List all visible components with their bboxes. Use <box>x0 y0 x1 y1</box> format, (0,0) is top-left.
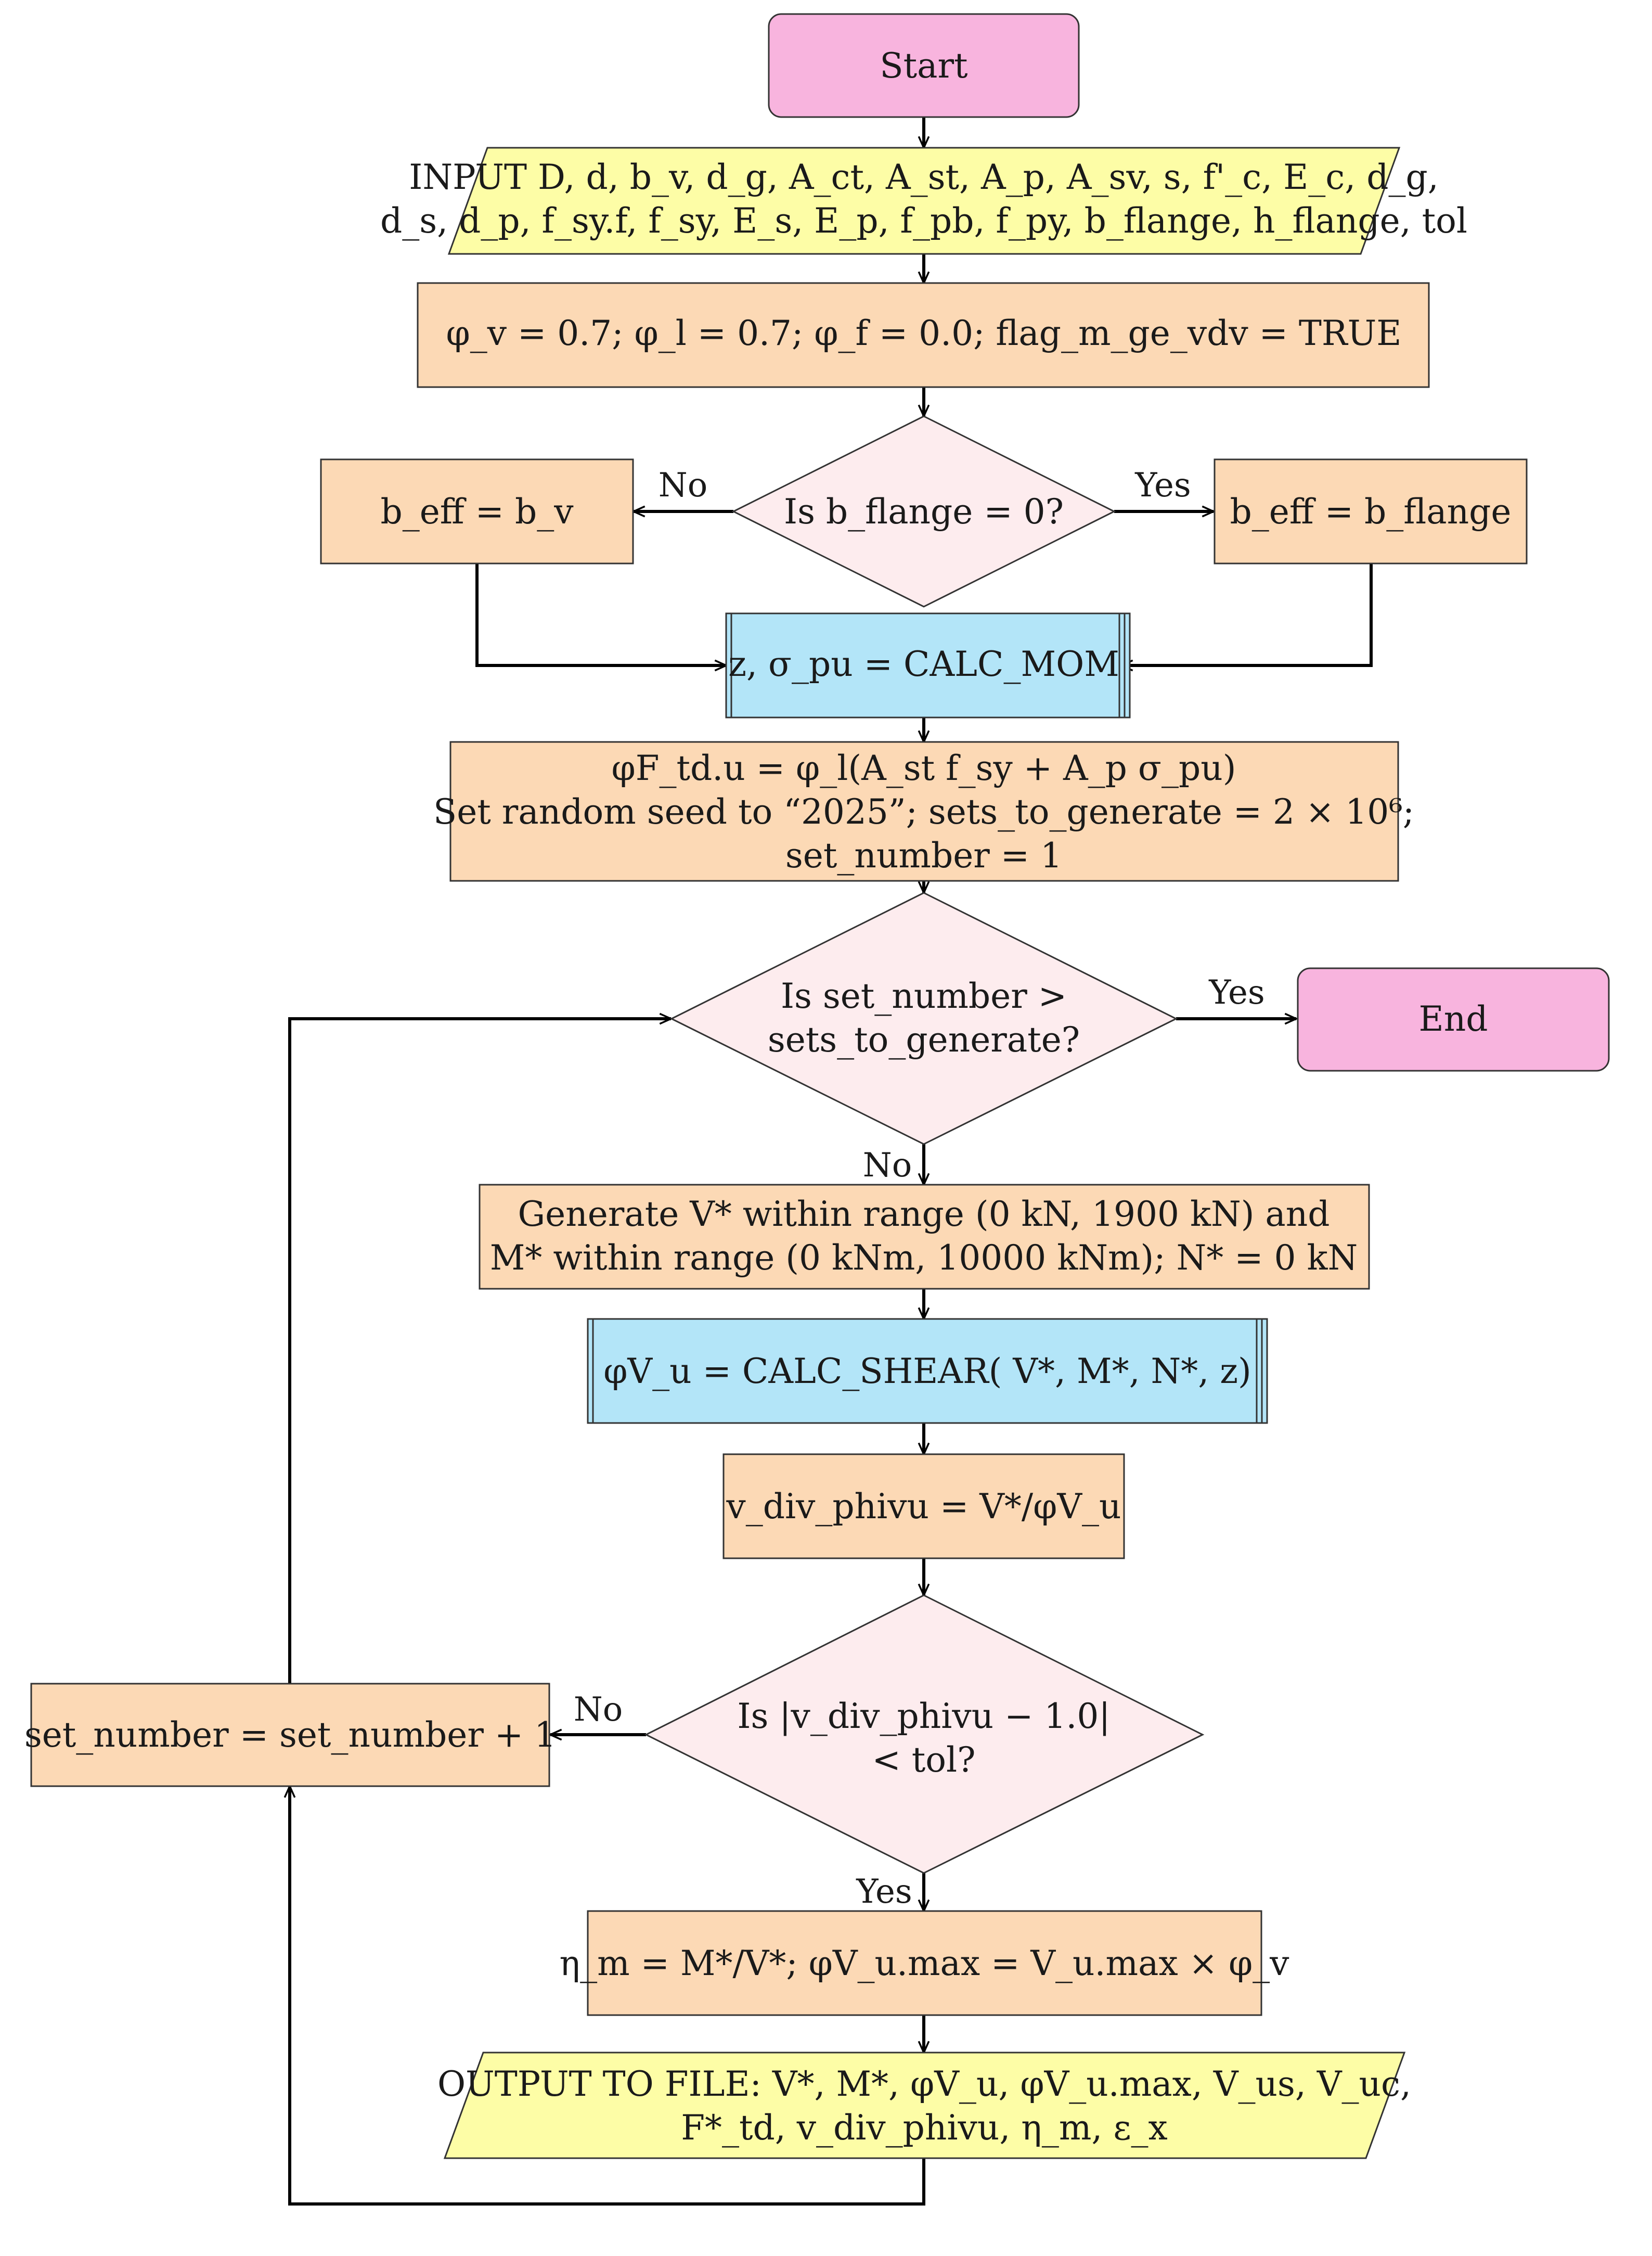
node-text-line: b_eff = b_v <box>381 492 574 532</box>
node-text-line: Start <box>880 46 967 86</box>
node-text-line: F*_td, v_div_phivu, η_m, ε_x <box>681 2108 1168 2148</box>
node-text-line: M* within range (0 kNm, 10000 kNm); N* =… <box>490 1238 1358 1278</box>
node-text-line: z, σ_pu = CALC_MOM <box>728 644 1119 684</box>
node-text-line: End <box>1419 999 1488 1039</box>
node-beff-bflange-text: b_eff = b_flange <box>1230 492 1512 532</box>
node-beff-bflange: b_eff = b_flange <box>1214 458 1528 565</box>
node-compute-eta-text: η_m = M*/V*; φV_u.max = V_u.max × φ_v <box>560 1943 1290 1983</box>
node-check-tol: Is |v_div_phivu − 1.0|< tol? <box>644 1594 1205 1874</box>
terminal-shape <box>768 13 1080 118</box>
process-shape <box>320 458 634 565</box>
node-text-line: sets_to_generate? <box>768 1020 1080 1060</box>
node-check-flange: Is b_flange = 0? <box>731 415 1116 608</box>
node-calc-shear: φV_u = CALC_SHEAR( V*, M*, N*, z) <box>587 1318 1268 1424</box>
node-generate: Generate V* within range (0 kN, 1900 kN)… <box>479 1184 1370 1290</box>
decision-shape <box>644 1594 1205 1874</box>
node-text-line: Is set_number > <box>781 976 1067 1016</box>
node-output-text: OUTPUT TO FILE: V*, M*, φV_u, φV_u.max, … <box>437 2064 1411 2148</box>
node-beff-bv-text: b_eff = b_v <box>381 492 574 532</box>
io-shape <box>447 147 1401 255</box>
process-shape <box>30 1683 550 1787</box>
subroutine-shape <box>725 612 1131 719</box>
edge-label-tol-no: No <box>574 1690 623 1729</box>
node-calc-shear-text: φV_u = CALC_SHEAR( V*, M*, N*, z) <box>603 1351 1251 1391</box>
terminal-shape <box>1297 967 1610 1072</box>
node-beff-bv: b_eff = b_v <box>320 458 634 565</box>
node-text-line: Is b_flange = 0? <box>784 492 1064 532</box>
node-text-line: Set random seed to “2025”; sets_to_gener… <box>433 792 1414 832</box>
node-output: OUTPUT TO FILE: V*, M*, φV_u, φV_u.max, … <box>437 2052 1411 2159</box>
edge-label-flange-no: No <box>659 466 708 505</box>
node-text-line: Is |v_div_phivu − 1.0| <box>737 1696 1110 1736</box>
edge-label-done-yes: Yes <box>1208 973 1264 1012</box>
node-text-line: Generate V* within range (0 kN, 1900 kN)… <box>518 1194 1330 1234</box>
node-setup: φF_td.u = φ_l(A_st f_sy + A_p σ_pu)Set r… <box>433 741 1414 882</box>
node-check-tol-text: Is |v_div_phivu − 1.0|< tol? <box>737 1696 1110 1780</box>
node-generate-text: Generate V* within range (0 kN, 1900 kN)… <box>490 1194 1358 1278</box>
node-text-line: η_m = M*/V*; φV_u.max = V_u.max × φ_v <box>560 1943 1290 1983</box>
node-ratio: v_div_phivu = V*/φV_u <box>722 1453 1125 1559</box>
node-text-line: d_s, d_p, f_sy.f, f_sy, E_s, E_p, f_pb, … <box>380 201 1467 241</box>
decision-shape <box>669 892 1178 1145</box>
process-shape <box>417 282 1430 388</box>
edge-increment-to-check-done <box>288 1019 671 1684</box>
node-start-text: Start <box>880 46 967 86</box>
node-text-line: set_number = set_number + 1 <box>24 1715 556 1755</box>
edge-labels: No Yes Yes No No Yes <box>574 466 1265 1911</box>
node-check-done-text: Is set_number >sets_to_generate? <box>768 976 1080 1060</box>
node-increment-text: set_number = set_number + 1 <box>24 1715 556 1755</box>
decision-shape <box>731 415 1116 608</box>
edge-label-done-no: No <box>863 1146 912 1185</box>
edge-output-to-increment <box>290 1786 925 2206</box>
node-init-text: φ_v = 0.7; φ_l = 0.7; φ_f = 0.0; flag_m_… <box>446 313 1402 353</box>
node-compute-eta: η_m = M*/V*; φV_u.max = V_u.max × φ_v <box>560 1910 1290 2016</box>
node-ratio-text: v_div_phivu = V*/φV_u <box>726 1486 1121 1527</box>
node-text-line: < tol? <box>872 1740 975 1780</box>
node-check-done: Is set_number >sets_to_generate? <box>669 892 1178 1145</box>
process-shape <box>449 741 1399 882</box>
edge-beff-bflange-to-calc-mom <box>1121 563 1373 665</box>
node-calc-mom: z, σ_pu = CALC_MOM <box>725 612 1131 719</box>
node-increment: set_number = set_number + 1 <box>24 1683 556 1787</box>
node-init: φ_v = 0.7; φ_l = 0.7; φ_f = 0.0; flag_m_… <box>417 282 1430 388</box>
node-end-text: End <box>1419 999 1488 1039</box>
process-shape <box>479 1184 1370 1290</box>
node-setup-text: φF_td.u = φ_l(A_st f_sy + A_p σ_pu)Set r… <box>433 748 1414 876</box>
process-shape <box>722 1453 1125 1559</box>
io-shape <box>443 2052 1406 2159</box>
node-start: Start <box>768 13 1080 118</box>
node-text-line: v_div_phivu = V*/φV_u <box>726 1486 1121 1527</box>
node-input-text: INPUT D, d, b_v, d_g, A_ct, A_st, A_p, A… <box>380 157 1467 241</box>
node-text-line: φF_td.u = φ_l(A_st f_sy + A_p σ_pu) <box>612 748 1236 788</box>
edge-label-tol-yes: Yes <box>856 1873 912 1911</box>
node-text-line: INPUT D, d, b_v, d_g, A_ct, A_st, A_p, A… <box>409 157 1438 197</box>
subroutine-shape <box>587 1318 1268 1424</box>
node-text-line: φ_v = 0.7; φ_l = 0.7; φ_f = 0.0; flag_m_… <box>446 313 1402 353</box>
process-shape <box>587 1910 1262 2016</box>
edge-label-flange-yes: Yes <box>1134 466 1191 505</box>
edges <box>288 117 1373 2206</box>
node-text-line: OUTPUT TO FILE: V*, M*, φV_u, φV_u.max, … <box>437 2064 1411 2104</box>
node-text-line: b_eff = b_flange <box>1230 492 1512 532</box>
node-text-line: set_number = 1 <box>785 836 1062 876</box>
node-end: End <box>1297 967 1610 1072</box>
process-shape <box>1214 458 1528 565</box>
node-check-flange-text: Is b_flange = 0? <box>784 492 1064 532</box>
node-calc-mom-text: z, σ_pu = CALC_MOM <box>728 644 1119 684</box>
edge-beff-bv-to-calc-mom <box>475 563 726 665</box>
node-input: INPUT D, d, b_v, d_g, A_ct, A_st, A_p, A… <box>380 147 1467 255</box>
node-text-line: φV_u = CALC_SHEAR( V*, M*, N*, z) <box>603 1351 1251 1391</box>
